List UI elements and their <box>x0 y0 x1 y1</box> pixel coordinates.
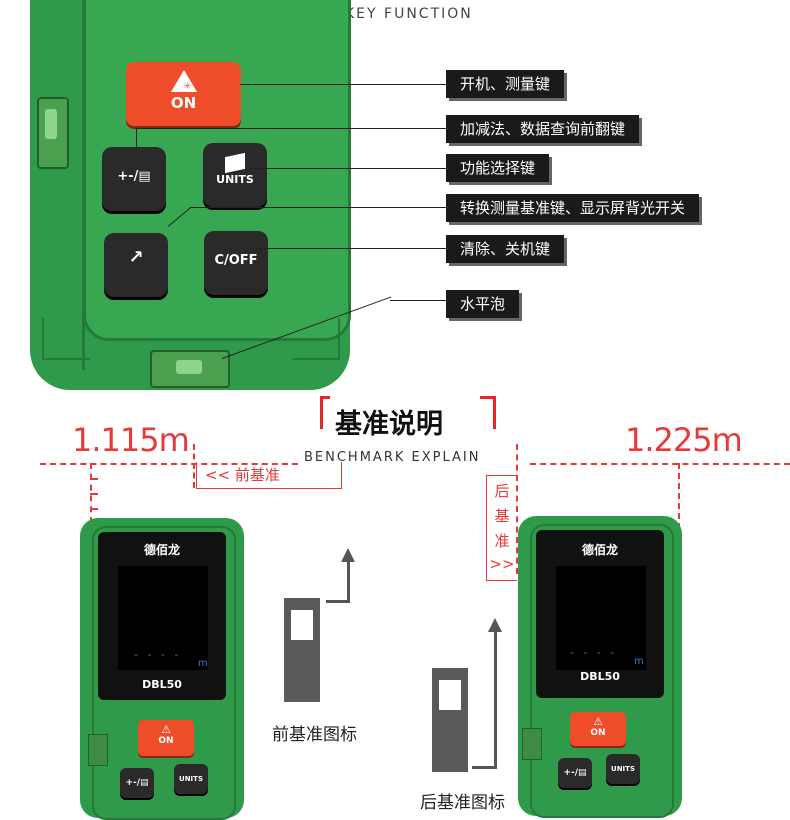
left-on-label: ON <box>158 736 174 746</box>
rear-arrow-h <box>472 766 496 769</box>
left-on-button[interactable]: ⚠ ON <box>138 720 194 756</box>
right-minus-button[interactable]: +-/▤ <box>558 758 592 788</box>
left-side-bubble <box>88 734 108 766</box>
callout-line-1 <box>240 84 446 85</box>
front-arrow-h <box>326 600 350 603</box>
right-on-button[interactable]: ⚠ ON <box>570 712 626 746</box>
callout-line-2 <box>136 128 446 129</box>
device-corner-right <box>292 318 340 360</box>
left-reading: 1.115m <box>72 421 190 459</box>
on-button[interactable]: ✳ ON <box>126 62 241 126</box>
left-units-button[interactable]: UNITS <box>174 764 208 794</box>
right-lcd-dashes: - - - - <box>570 646 618 659</box>
left-ruler-tick <box>90 478 98 480</box>
laser-warning-icon: ⚠ <box>593 715 603 728</box>
bottom-level-bubble <box>150 350 230 388</box>
left-tag-guide <box>193 444 195 488</box>
rear-reference-icon-window <box>437 678 463 712</box>
front-reference-tag: << 前基准 <box>196 462 342 489</box>
key-function-title: KEY FUNCTION <box>345 6 473 22</box>
callout-function-select: 功能选择键 <box>446 154 550 182</box>
left-ruler-tick <box>90 493 98 495</box>
rear-arrow-v <box>494 630 497 769</box>
clear-off-label: C/OFF <box>214 253 258 268</box>
right-lcd <box>556 566 646 670</box>
front-reference-icon-window <box>289 608 315 642</box>
left-minus-button[interactable]: +-/▤ <box>120 768 154 798</box>
section-subtitle: BENCHMARK EXPLAIN <box>300 450 485 465</box>
left-brand: 德佰龙 <box>143 543 180 557</box>
callout-line-4 <box>190 207 446 208</box>
callout-add-subtract: 加减法、数据查询前翻键 <box>446 115 640 143</box>
rear-reference-caption: 后基准图标 <box>420 793 505 813</box>
right-tag-guide <box>516 444 518 574</box>
rear-tag-char: >> <box>489 555 515 573</box>
laser-warning-icon: ✳ <box>170 70 197 92</box>
reference-icon: ↗ <box>128 247 144 268</box>
cube-icon <box>225 152 245 174</box>
left-baseline <box>40 463 298 465</box>
left-model: DBL50 <box>142 678 182 691</box>
callout-line-5 <box>256 248 446 249</box>
up-arrow-icon <box>488 618 502 632</box>
rear-tag-char: 准 <box>494 532 510 550</box>
callout-clear-off: 清除、关机键 <box>446 235 565 263</box>
right-reading: 1.225m <box>625 421 743 459</box>
callout-power-measure: 开机、测量键 <box>446 70 565 98</box>
right-side-bubble <box>522 728 542 760</box>
on-button-label: ON <box>170 94 197 112</box>
callout-line-6 <box>390 300 446 301</box>
side-level-bubble <box>37 97 69 169</box>
callout-line-2-drop <box>136 128 137 148</box>
callout-line-3 <box>250 168 446 169</box>
minus-memory-label: +-/▤ <box>117 169 151 184</box>
left-ruler-tick <box>90 508 98 510</box>
rear-tag-char: 后 <box>494 482 510 500</box>
callout-level-bubble: 水平泡 <box>446 290 520 318</box>
laser-warning-icon: ⚠ <box>161 723 171 736</box>
minus-memory-button[interactable]: +-/▤ <box>102 147 166 211</box>
right-lcd-unit: m <box>634 656 644 667</box>
right-baseline <box>530 463 790 465</box>
left-lcd <box>118 566 208 670</box>
section-title: 基准说明 <box>335 409 443 440</box>
device-corner-left <box>42 318 90 360</box>
front-reference-caption: 前基准图标 <box>272 725 357 745</box>
right-model: DBL50 <box>580 670 620 683</box>
rear-tag-char: 基 <box>494 507 510 525</box>
clear-off-button[interactable]: C/OFF <box>204 231 268 295</box>
up-arrow-icon <box>341 548 355 562</box>
rear-reference-tag: 后 基 准 >> <box>486 475 517 581</box>
heading-bracket-gap <box>330 392 480 400</box>
units-label: UNITS <box>216 173 254 186</box>
left-lcd-unit: m <box>198 658 208 669</box>
front-arrow-v <box>347 560 350 603</box>
right-on-label: ON <box>590 728 606 738</box>
callout-reference-backlight: 转换测量基准键、显示屏背光开关 <box>446 194 700 222</box>
reference-button[interactable]: ↗ <box>104 233 168 297</box>
left-lcd-dashes: - - - - <box>134 648 182 661</box>
device-top-edge <box>40 0 85 370</box>
units-button[interactable]: UNITS <box>203 143 267 207</box>
right-brand: 德佰龙 <box>581 543 618 557</box>
right-units-button[interactable]: UNITS <box>606 754 640 784</box>
